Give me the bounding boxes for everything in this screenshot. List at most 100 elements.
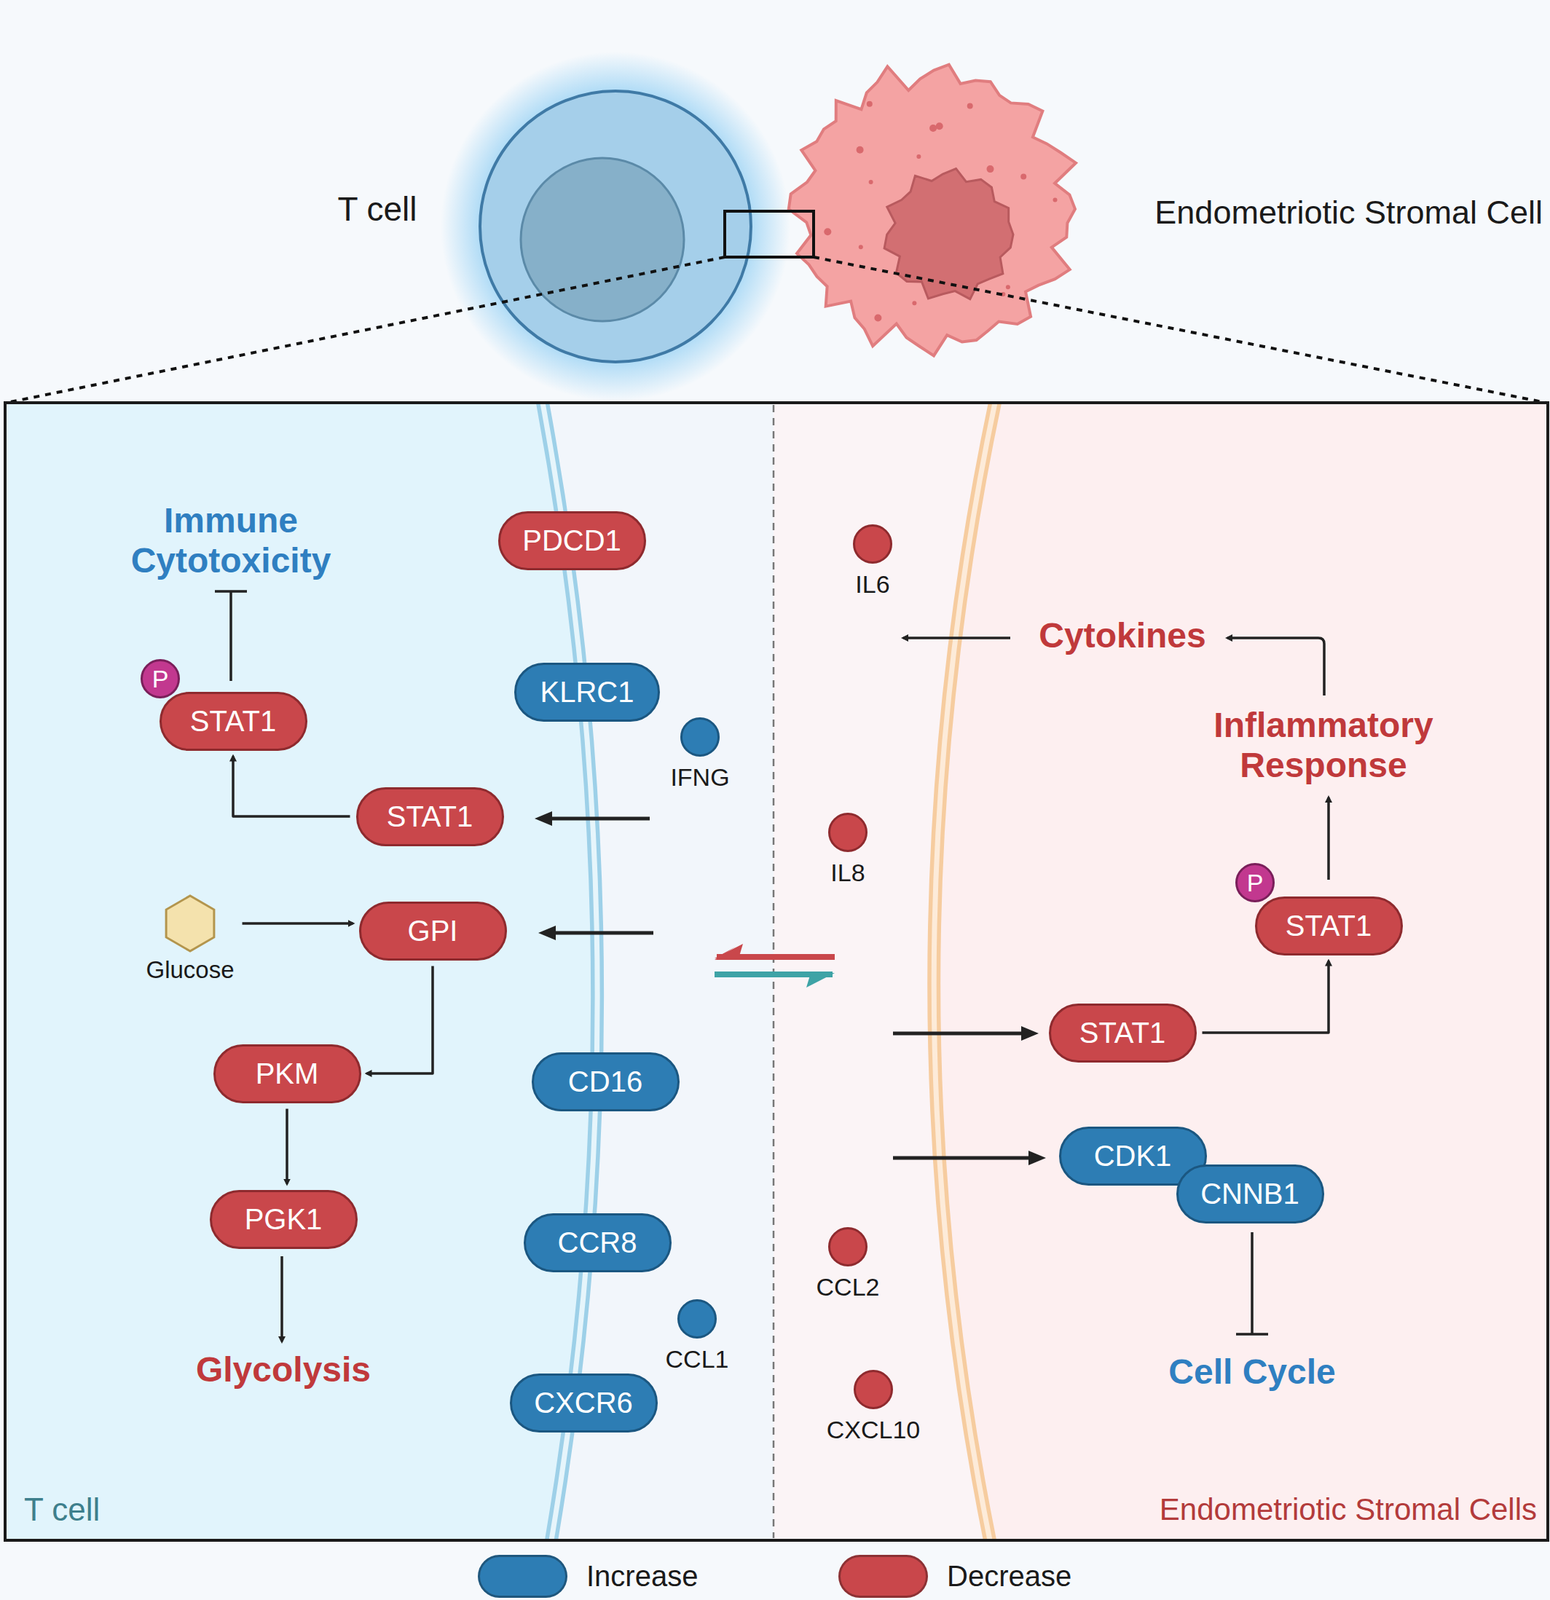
phospho-mark: P bbox=[1235, 863, 1275, 903]
cytokine-circle bbox=[853, 1370, 893, 1410]
cytokine-circle bbox=[828, 812, 868, 853]
node-text: PKM bbox=[255, 1057, 320, 1091]
hexagon-shape bbox=[159, 892, 221, 955]
text-label: Cell Cycle bbox=[1168, 1351, 1336, 1392]
flow-connector bbox=[285, 1109, 289, 1185]
panel-frame bbox=[5, 402, 1548, 1541]
stromal-cell bbox=[788, 64, 1076, 357]
flow-connector bbox=[233, 756, 351, 818]
node-text: IL8 bbox=[825, 859, 870, 887]
protein-pill: STAT1 bbox=[159, 691, 308, 751]
node-text: CCL2 bbox=[814, 1273, 883, 1301]
granule bbox=[1053, 197, 1058, 202]
node-text: CD16 bbox=[568, 1065, 643, 1099]
signal-arrow bbox=[892, 1032, 1033, 1036]
protein-pill: CD16 bbox=[531, 1052, 680, 1112]
protein-pill: CXCR6 bbox=[509, 1373, 658, 1433]
t-cell-body bbox=[480, 91, 751, 363]
signal-arrow bbox=[892, 1156, 1041, 1161]
protein-pill: PGK1 bbox=[209, 1190, 358, 1250]
granule bbox=[1005, 284, 1011, 290]
node-text: CXCR6 bbox=[533, 1386, 633, 1420]
hexagon-outline bbox=[166, 895, 215, 952]
tcell-membrane bbox=[542, 402, 598, 1541]
legend-swatch bbox=[838, 1555, 928, 1599]
protein-pill: STAT1 bbox=[1255, 896, 1403, 956]
cytokine-dot: IFNG bbox=[667, 717, 732, 792]
text-label: Inflammatory Response bbox=[1177, 705, 1470, 786]
node-text: CCR8 bbox=[557, 1226, 638, 1260]
protein-pill: GPI bbox=[359, 901, 507, 961]
node-text: PDCD1 bbox=[522, 524, 622, 558]
exchange-arrow-teal-head bbox=[806, 973, 835, 988]
panel-ground bbox=[5, 402, 1548, 1541]
node-text: STAT1 bbox=[1285, 909, 1373, 943]
cytokine-circle bbox=[680, 717, 720, 757]
cytokine-dot: IL8 bbox=[825, 812, 870, 887]
flow-arrow bbox=[1227, 638, 1325, 696]
node-text: KLRC1 bbox=[540, 675, 635, 709]
flow-connector bbox=[367, 966, 434, 1075]
signal-arrow bbox=[540, 817, 650, 821]
text-label: Immune Cytotoxicity bbox=[107, 500, 355, 581]
text-label: Cytokines bbox=[1038, 615, 1206, 656]
cytokine-circle bbox=[677, 1299, 717, 1339]
legend-text: Decrease bbox=[946, 1559, 1072, 1593]
node-text: STAT1 bbox=[386, 800, 474, 834]
tcell-interior bbox=[5, 402, 598, 1541]
granule bbox=[866, 101, 873, 108]
cytokine-dot: CCL2 bbox=[814, 1227, 883, 1301]
flow-arrow bbox=[1327, 797, 1331, 880]
inhibit-line bbox=[214, 591, 247, 682]
cytokine-dot: CXCL10 bbox=[824, 1370, 923, 1444]
legend-text: Increase bbox=[586, 1559, 698, 1593]
text-label: T cell bbox=[24, 1491, 100, 1529]
node-text: GPI bbox=[407, 914, 459, 948]
flow-connector bbox=[242, 922, 354, 926]
exchange-arrow-red-head bbox=[714, 943, 743, 959]
legend-swatch bbox=[477, 1555, 568, 1599]
node-text: P bbox=[1246, 868, 1264, 898]
zoom-line bbox=[813, 257, 1547, 403]
text-label: T cell bbox=[337, 190, 417, 229]
granule bbox=[967, 103, 974, 110]
node-text: IFNG bbox=[667, 764, 732, 792]
zoom-box bbox=[724, 211, 814, 258]
flow-connector bbox=[1202, 961, 1330, 1034]
granule bbox=[986, 165, 995, 173]
flow-arrow bbox=[903, 636, 1011, 640]
flow-arrow bbox=[280, 1256, 284, 1342]
signal-arrow bbox=[544, 931, 654, 936]
node-text: PGK1 bbox=[244, 1203, 323, 1237]
node-text: STAT1 bbox=[1079, 1016, 1167, 1050]
text-label: Endometriotic Stromal Cells bbox=[1159, 1492, 1537, 1528]
granule bbox=[911, 300, 917, 306]
cytokine-circle bbox=[828, 1227, 868, 1267]
stromal-membrane-inner bbox=[933, 402, 995, 1541]
glucose-hexagon: Glucose bbox=[143, 892, 236, 984]
phospho-mark: P bbox=[140, 659, 180, 699]
granule bbox=[935, 122, 944, 130]
node-text: P bbox=[152, 665, 169, 694]
zoom-line bbox=[6, 257, 725, 403]
stromal-membrane bbox=[933, 402, 995, 1541]
cytokine-dot: CCL1 bbox=[663, 1299, 732, 1374]
node-text: CNNB1 bbox=[1200, 1177, 1300, 1211]
protein-pill: PKM bbox=[213, 1044, 362, 1104]
protein-pill: CCR8 bbox=[523, 1213, 672, 1273]
cytokine-dot: IL6 bbox=[850, 524, 895, 599]
protein-pill: CNNB1 bbox=[1176, 1164, 1325, 1224]
text-label: Endometriotic Stromal Cell bbox=[1154, 193, 1543, 232]
stromal-nucleus bbox=[884, 168, 1014, 300]
protein-pill: STAT1 bbox=[356, 787, 505, 847]
node-text: CDK1 bbox=[1094, 1139, 1172, 1173]
inhibit-line bbox=[1236, 1232, 1269, 1335]
node-text: CXCL10 bbox=[824, 1416, 923, 1444]
granule bbox=[916, 154, 921, 159]
protein-pill: KLRC1 bbox=[514, 662, 660, 722]
cytokine-circle bbox=[852, 524, 893, 564]
granule bbox=[1020, 174, 1027, 180]
granule bbox=[856, 146, 864, 154]
granule bbox=[929, 124, 937, 132]
